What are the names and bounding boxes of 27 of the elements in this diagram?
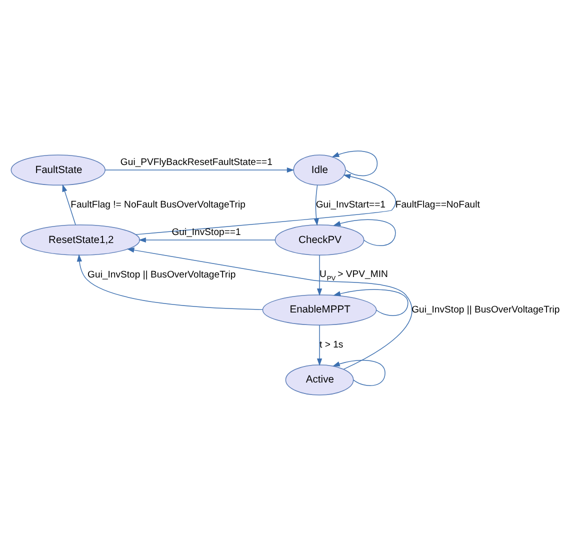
node-ellipse: Active (285, 364, 354, 395)
edge-label: Gui_InvStop==1 (172, 226, 241, 238)
arrow (333, 288, 408, 316)
arrow (316, 324, 322, 366)
arrow (314, 184, 319, 226)
edge-label: FaultFlag==NoFault (395, 199, 480, 210)
arrow (332, 359, 386, 386)
arrow (316, 254, 322, 296)
node-ellipse: EnableMPPT (262, 294, 377, 325)
arrow (104, 166, 294, 172)
edge-label: Gui_PVFlyBackResetFaultState==1 (120, 156, 272, 168)
arrow (138, 236, 276, 242)
arrow (333, 218, 396, 246)
edge-label: U$_{PV}$ > VPV_MIN (320, 268, 388, 282)
arrow (332, 150, 378, 176)
node-ellipse: CheckPV (274, 224, 364, 255)
node-ellipse: FaultState (10, 154, 106, 186)
arrow (135, 173, 396, 234)
arrow (76, 254, 264, 310)
edge-label: FaultFlag != NoFault BusOverVoltageTrip (70, 199, 246, 210)
edge-label: Gui_InvStart==1 (316, 199, 386, 210)
node-ellipse: Idle (293, 154, 346, 186)
arrow (126, 247, 412, 370)
node-ellipse: ResetState1,2 (20, 224, 140, 255)
arrow (62, 184, 76, 225)
edge-label: Gui_InvStop || BusOverVoltageTrip (412, 304, 560, 315)
edge-label: Gui_InvStop || BusOverVoltageTrip (88, 269, 236, 280)
